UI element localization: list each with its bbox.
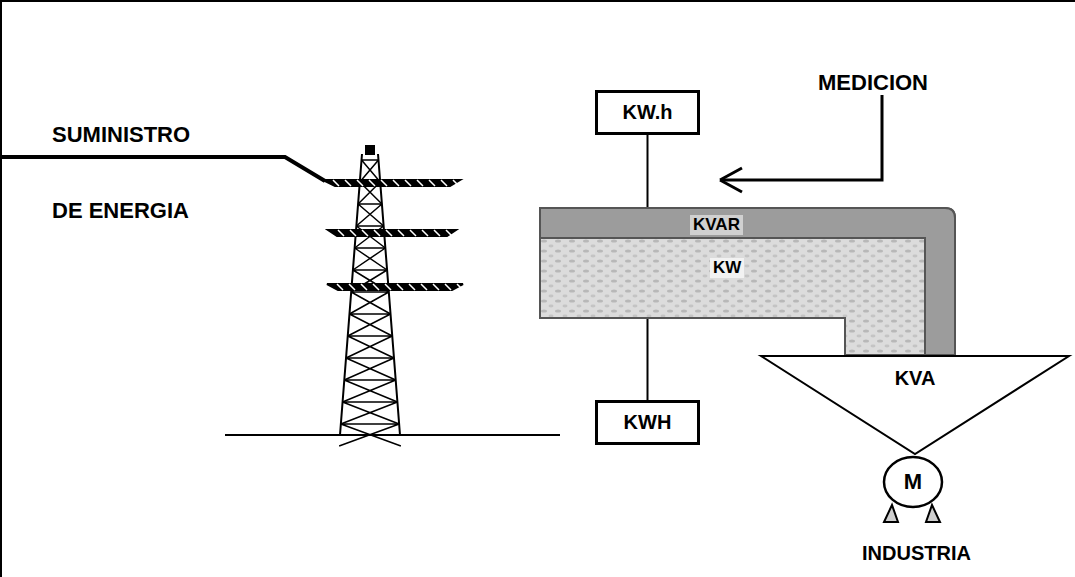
- meter-box: KW.h: [595, 90, 700, 135]
- meter-connector: [647, 318, 648, 400]
- node-text: M: [904, 469, 922, 495]
- connector-line: [647, 318, 649, 400]
- apparent-power-triangle: KVA: [760, 355, 1070, 455]
- reactive-power-band: [540, 208, 955, 355]
- label-holder: INDUSTRIA: [862, 542, 971, 565]
- label-holder: DE ENERGIA: [52, 198, 189, 224]
- node-text: KVA: [895, 367, 936, 390]
- text-label: INDUSTRIA: [862, 542, 971, 564]
- label-holder: SUMINISTRO: [52, 122, 190, 148]
- motor-outline: [884, 457, 942, 507]
- supply-wire: [0, 157, 325, 181]
- ground-line: [225, 434, 560, 436]
- node-text: KWH: [624, 411, 672, 434]
- text-label: MEDICION: [818, 70, 928, 95]
- pipe-shape: [540, 208, 955, 355]
- meter-connector: [647, 135, 648, 208]
- triangle-outline: [761, 356, 1069, 454]
- pointer-arrowhead: [720, 168, 742, 192]
- text-label: SUMINISTRO: [52, 122, 190, 147]
- meter-box: KWH: [595, 400, 700, 445]
- transmission-tower: [323, 146, 463, 446]
- pointer-arrow: [722, 95, 882, 180]
- motor-circle: M: [882, 455, 944, 509]
- connector-line: [647, 135, 649, 208]
- power-label: KVAR: [690, 215, 743, 235]
- active-power-band: [540, 208, 955, 355]
- node-text: KW.h: [623, 101, 673, 124]
- label-holder: MEDICION: [818, 70, 928, 96]
- text-label: DE ENERGIA: [52, 198, 189, 223]
- power-label: KW: [710, 258, 744, 278]
- power-pipe: KVAR KW: [540, 208, 955, 318]
